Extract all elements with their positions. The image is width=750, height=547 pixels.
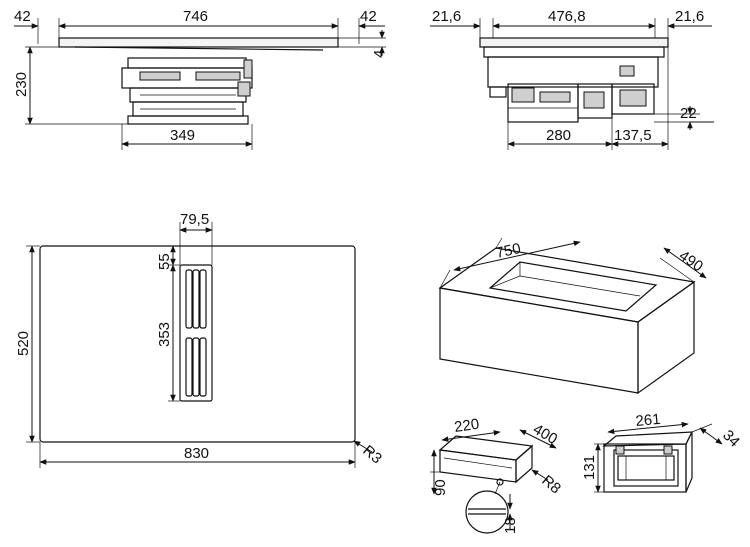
dim-height: 520 — [15, 331, 32, 356]
plan-view: 79,5 55 353 520 830 R3 — [15, 211, 385, 468]
dim-module-width: 280 — [546, 127, 571, 144]
detail-circle — [465, 490, 509, 534]
dim-edge-right: 42 — [360, 8, 377, 25]
dim-vent-width: 79,5 — [180, 211, 209, 228]
dim-edge-right: 21,6 — [675, 8, 704, 25]
base-unit — [487, 56, 659, 123]
glass-top — [479, 37, 669, 48]
side-elevation-view: 42 746 42 4 230 — [13, 8, 388, 150]
dim-offset: 22 — [680, 105, 697, 122]
dim-width: 476,8 — [548, 8, 586, 25]
cutout-iso-view: 750 490 — [438, 237, 707, 395]
dim-depth: 230 — [13, 72, 30, 97]
dim-width: 220 — [453, 416, 480, 436]
dim-depth: 490 — [676, 247, 706, 275]
dim-width: 750 — [494, 240, 522, 262]
dim-vent-offset: 55 — [156, 253, 173, 270]
dim-radius: R3 — [359, 442, 385, 467]
dim-width: 830 — [184, 445, 209, 462]
dim-edge-left: 42 — [14, 8, 31, 25]
dim-detail: 18 — [502, 517, 519, 534]
glass-top — [58, 37, 339, 48]
duct-frame-view: 261 34 131 — [581, 411, 743, 493]
dim-height: 131 — [581, 455, 598, 480]
dim-glass-thickness: 4 — [371, 50, 388, 58]
front-elevation-view: 21,6 476,8 21,6 22 — [430, 8, 714, 150]
vent-grille — [179, 264, 213, 402]
dim-width: 746 — [183, 8, 208, 25]
dim-width: 261 — [635, 411, 661, 430]
hob-outline — [39, 245, 356, 443]
dim-depth: 34 — [719, 427, 743, 451]
dim-height: 90 — [432, 479, 449, 496]
motor-module — [121, 57, 253, 125]
duct-small-view: 220 400 90 R8 18 — [430, 416, 564, 534]
dim-edge-left: 21,6 — [432, 8, 461, 25]
dim-module-width: 349 — [170, 127, 195, 144]
dim-vent-height: 353 — [156, 322, 173, 347]
dim-depth: 400 — [530, 421, 560, 448]
dim-module-offset: 137,5 — [614, 127, 652, 144]
